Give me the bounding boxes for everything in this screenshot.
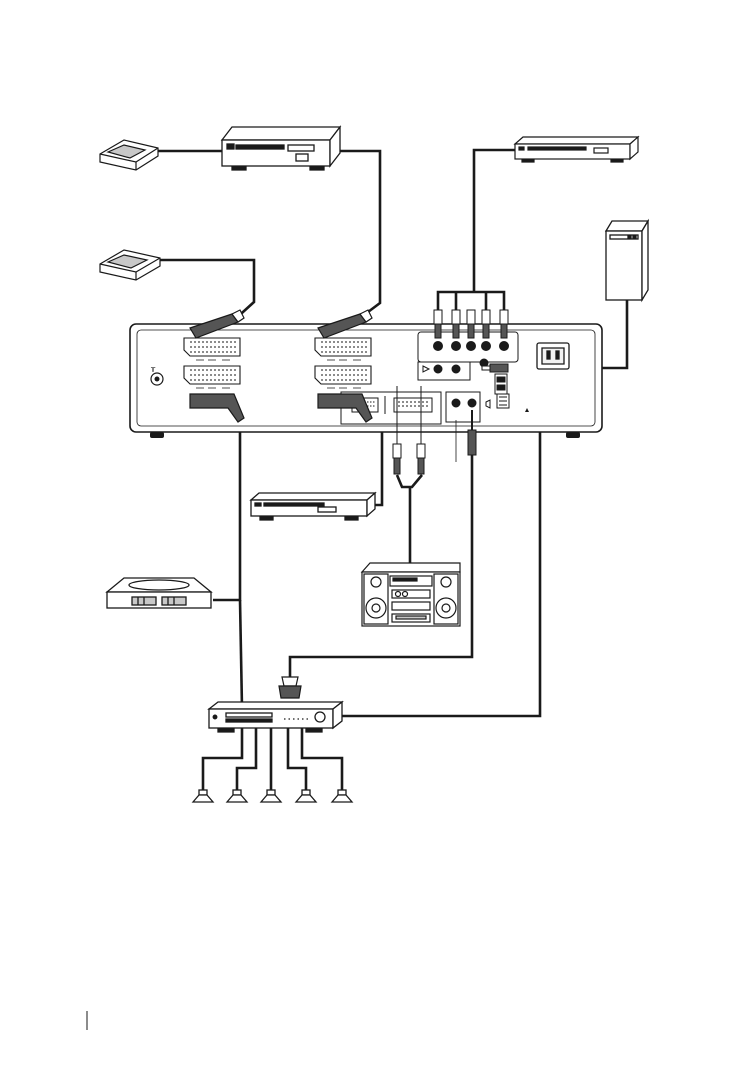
hifi-system	[362, 563, 460, 626]
game-console	[107, 578, 211, 608]
speaker-5	[332, 790, 352, 802]
av-receiver	[209, 702, 342, 732]
scart-port-1	[184, 338, 240, 356]
antenna-symbol: ╥	[150, 364, 156, 372]
optical-jacks	[495, 374, 509, 408]
headphones	[279, 677, 301, 698]
scart-port-2	[184, 366, 240, 384]
modem-top	[100, 140, 158, 170]
audio-out-jacks	[418, 362, 470, 380]
component-plug-1	[434, 310, 442, 338]
component-plug-5	[500, 310, 508, 338]
scart-port-3	[315, 338, 371, 356]
component-plug-4	[482, 310, 490, 338]
vcr	[222, 127, 340, 170]
scart-port-4	[315, 366, 371, 384]
cables	[158, 150, 627, 790]
cable-speaker-5	[302, 728, 342, 790]
speaker-3	[261, 790, 281, 802]
dvd-player-top-right	[515, 137, 638, 162]
cable-digital-to-receiver	[332, 386, 540, 716]
cable-dvd-to-component	[474, 150, 515, 292]
speaker-1	[193, 790, 213, 802]
cable-scart3-to-game	[213, 420, 240, 600]
speakers	[193, 790, 352, 802]
dvd-recorder-middle	[251, 493, 375, 520]
ac-power-inlet	[537, 343, 569, 369]
speaker-2	[227, 790, 247, 802]
cable-audio-out-to-hifi	[397, 475, 422, 565]
speaker-4	[296, 790, 316, 802]
component-plug-3	[467, 310, 475, 338]
cable-scart3-to-receiver	[240, 600, 242, 708]
modem-second	[100, 250, 160, 280]
component-plug-2	[452, 310, 460, 338]
pc-tower	[606, 221, 648, 300]
cable-vcr-to-scart2	[330, 151, 380, 318]
